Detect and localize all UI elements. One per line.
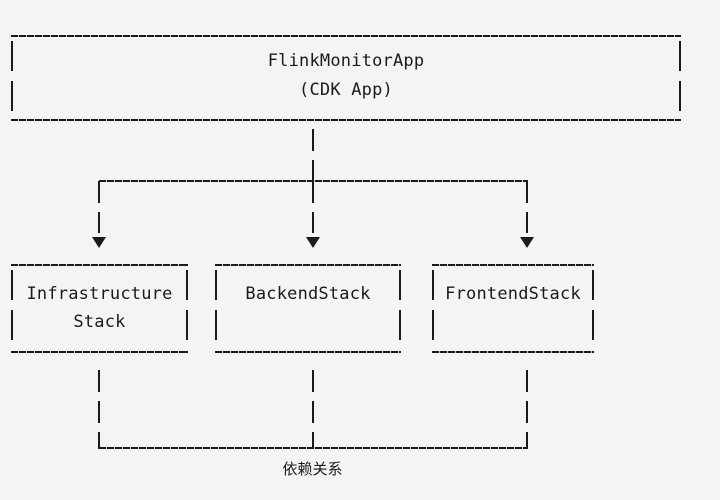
root-box-top-edge xyxy=(11,35,681,37)
frontend-box-right-edge xyxy=(592,270,594,347)
root-box-corner-tl xyxy=(11,35,13,37)
infrastructure-box-label-line2: Stack xyxy=(73,312,126,332)
stack-box-frontend: FrontendStack xyxy=(432,264,594,353)
connector-dependency-infrastructure xyxy=(98,370,100,449)
connector-dependency-backend xyxy=(312,370,314,449)
frontend-box-top-edge xyxy=(432,264,594,266)
backend-box-bottom-edge xyxy=(215,351,401,353)
root-box-corner-tr xyxy=(679,35,681,37)
backend-box-label-line1: BackendStack xyxy=(245,284,371,304)
infrastructure-box-right-edge xyxy=(186,270,188,347)
backend-box-left-edge xyxy=(215,270,217,347)
connector-root-stem xyxy=(312,129,314,183)
infrastructure-box-corner-tr xyxy=(186,264,188,266)
backend-box-corner-tl xyxy=(215,264,217,266)
frontend-box-corner-br xyxy=(592,351,594,353)
infrastructure-box-label-line1: Infrastructure xyxy=(26,284,173,304)
infrastructure-box-left-edge xyxy=(11,270,13,347)
root-box-left-edge xyxy=(11,41,13,115)
infrastructure-box-corner-br xyxy=(186,351,188,353)
frontend-box-left-edge xyxy=(432,270,434,347)
arrowhead-backend xyxy=(306,237,320,248)
connector-branch-frontend xyxy=(526,181,528,233)
frontend-box-corner-tl xyxy=(432,264,434,266)
backend-box-right-edge xyxy=(399,270,401,347)
connector-dependency-frontend xyxy=(526,370,528,449)
backend-box-corner-br xyxy=(399,351,401,353)
dependency-label: 依赖关系 xyxy=(282,460,343,478)
connector-dependency-bus xyxy=(99,447,528,449)
root-box-title: FlinkMonitorApp xyxy=(267,51,425,71)
connector-branch-infrastructure xyxy=(98,181,100,233)
root-box-bottom-edge xyxy=(11,119,681,121)
backend-box-corner-tr xyxy=(399,264,401,266)
stack-box-backend: BackendStack xyxy=(215,264,401,353)
root-box-subtitle: (CDK App) xyxy=(299,80,393,100)
arrowhead-frontend xyxy=(520,237,534,248)
root-box-corner-br xyxy=(679,119,681,121)
root-box-flinkmonitorapp: FlinkMonitorApp (CDK App) xyxy=(11,35,681,121)
backend-box-top-edge xyxy=(215,264,401,266)
frontend-box-label-line1: FrontendStack xyxy=(445,284,581,304)
frontend-box-corner-tr xyxy=(592,264,594,266)
connector-branch-backend xyxy=(312,181,314,233)
infrastructure-box-corner-bl xyxy=(11,351,13,353)
infrastructure-box-top-edge xyxy=(11,264,188,266)
arrowhead-infrastructure xyxy=(92,237,106,248)
backend-box-corner-bl xyxy=(215,351,217,353)
stack-box-infrastructure: Infrastructure Stack xyxy=(11,264,188,353)
frontend-box-bottom-edge xyxy=(432,351,594,353)
frontend-box-corner-bl xyxy=(432,351,434,353)
infrastructure-box-corner-tl xyxy=(11,264,13,266)
infrastructure-box-bottom-edge xyxy=(11,351,188,353)
root-box-corner-bl xyxy=(11,119,13,121)
root-box-right-edge xyxy=(679,41,681,115)
